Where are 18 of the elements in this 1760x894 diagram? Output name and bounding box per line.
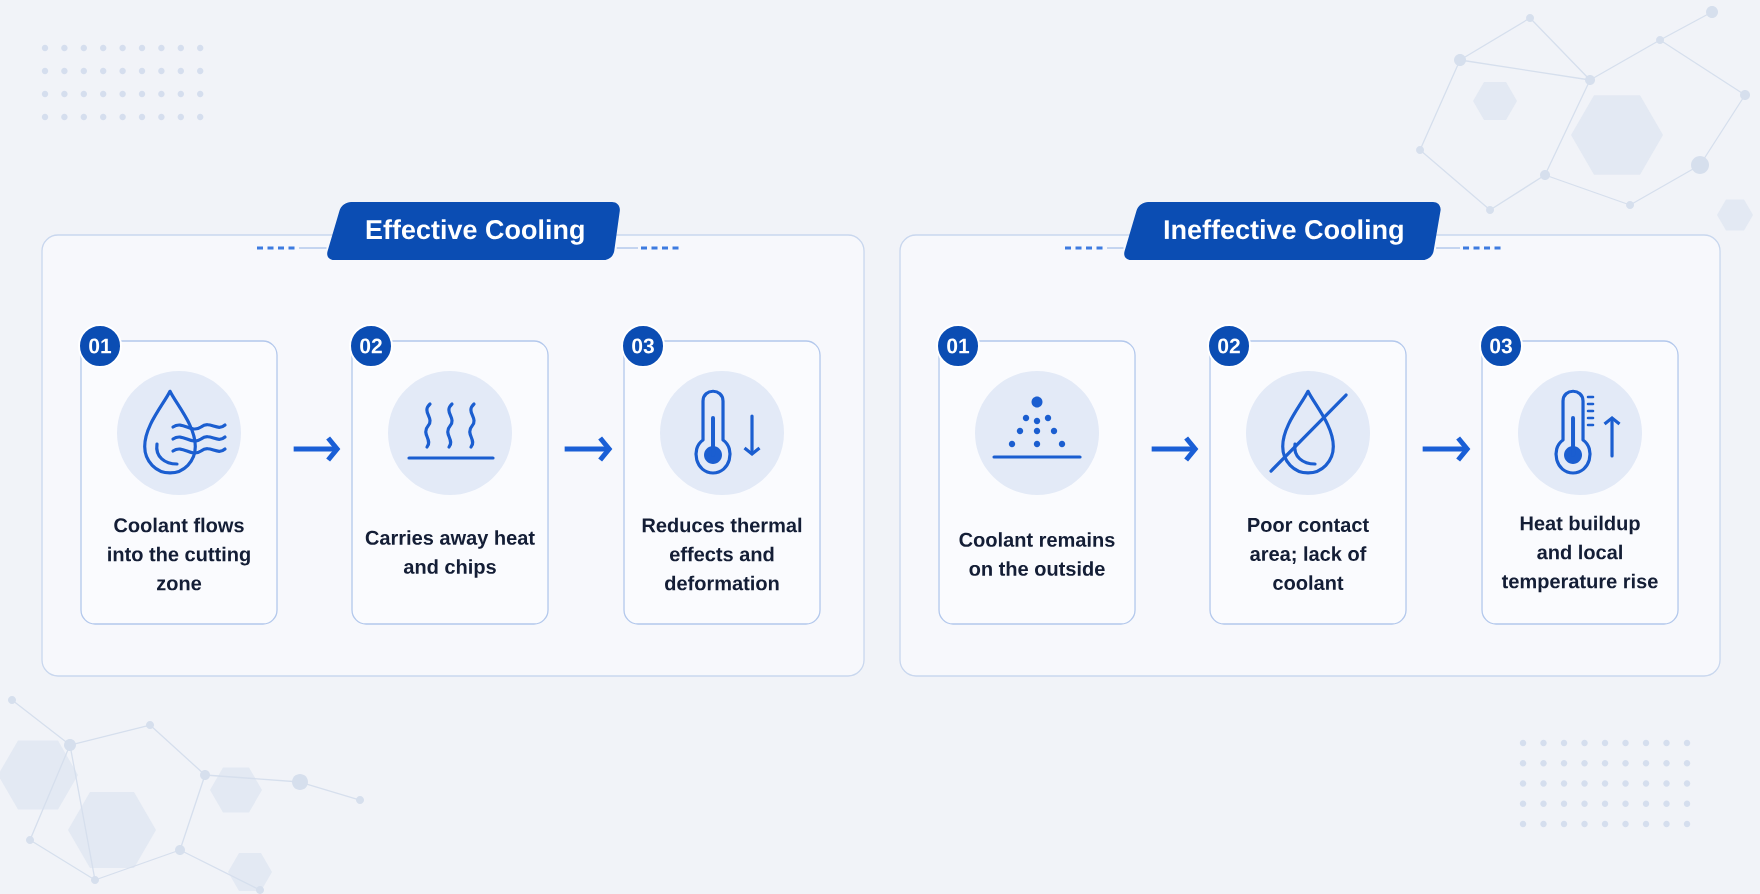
number-badge: 03 <box>1479 324 1523 368</box>
arrow <box>293 436 341 462</box>
number-badge: 02 <box>349 324 393 368</box>
arrow <box>1151 436 1199 462</box>
title-tab: Effective Cooling <box>327 202 620 260</box>
arrow <box>1422 436 1471 462</box>
number-badge: 02 <box>1207 324 1251 368</box>
title-tab: Ineffective Cooling <box>1124 202 1441 260</box>
arrow <box>564 436 613 462</box>
number-badge: 01 <box>936 324 980 368</box>
step-text: Reduces thermal effects and deformation <box>642 517 802 591</box>
step-text: Heat buildup and local temperature rise <box>1501 515 1658 593</box>
number-badge: 01 <box>78 324 122 368</box>
step-text: Carries away heat and chips <box>365 530 535 578</box>
step-text: Coolant remains on the outside <box>959 532 1115 576</box>
number-badge: 03 <box>621 324 665 368</box>
step-text: Coolant flows into the cutting zone <box>108 517 250 591</box>
step-text: Poor contact area; lack of coolant <box>1248 518 1369 590</box>
